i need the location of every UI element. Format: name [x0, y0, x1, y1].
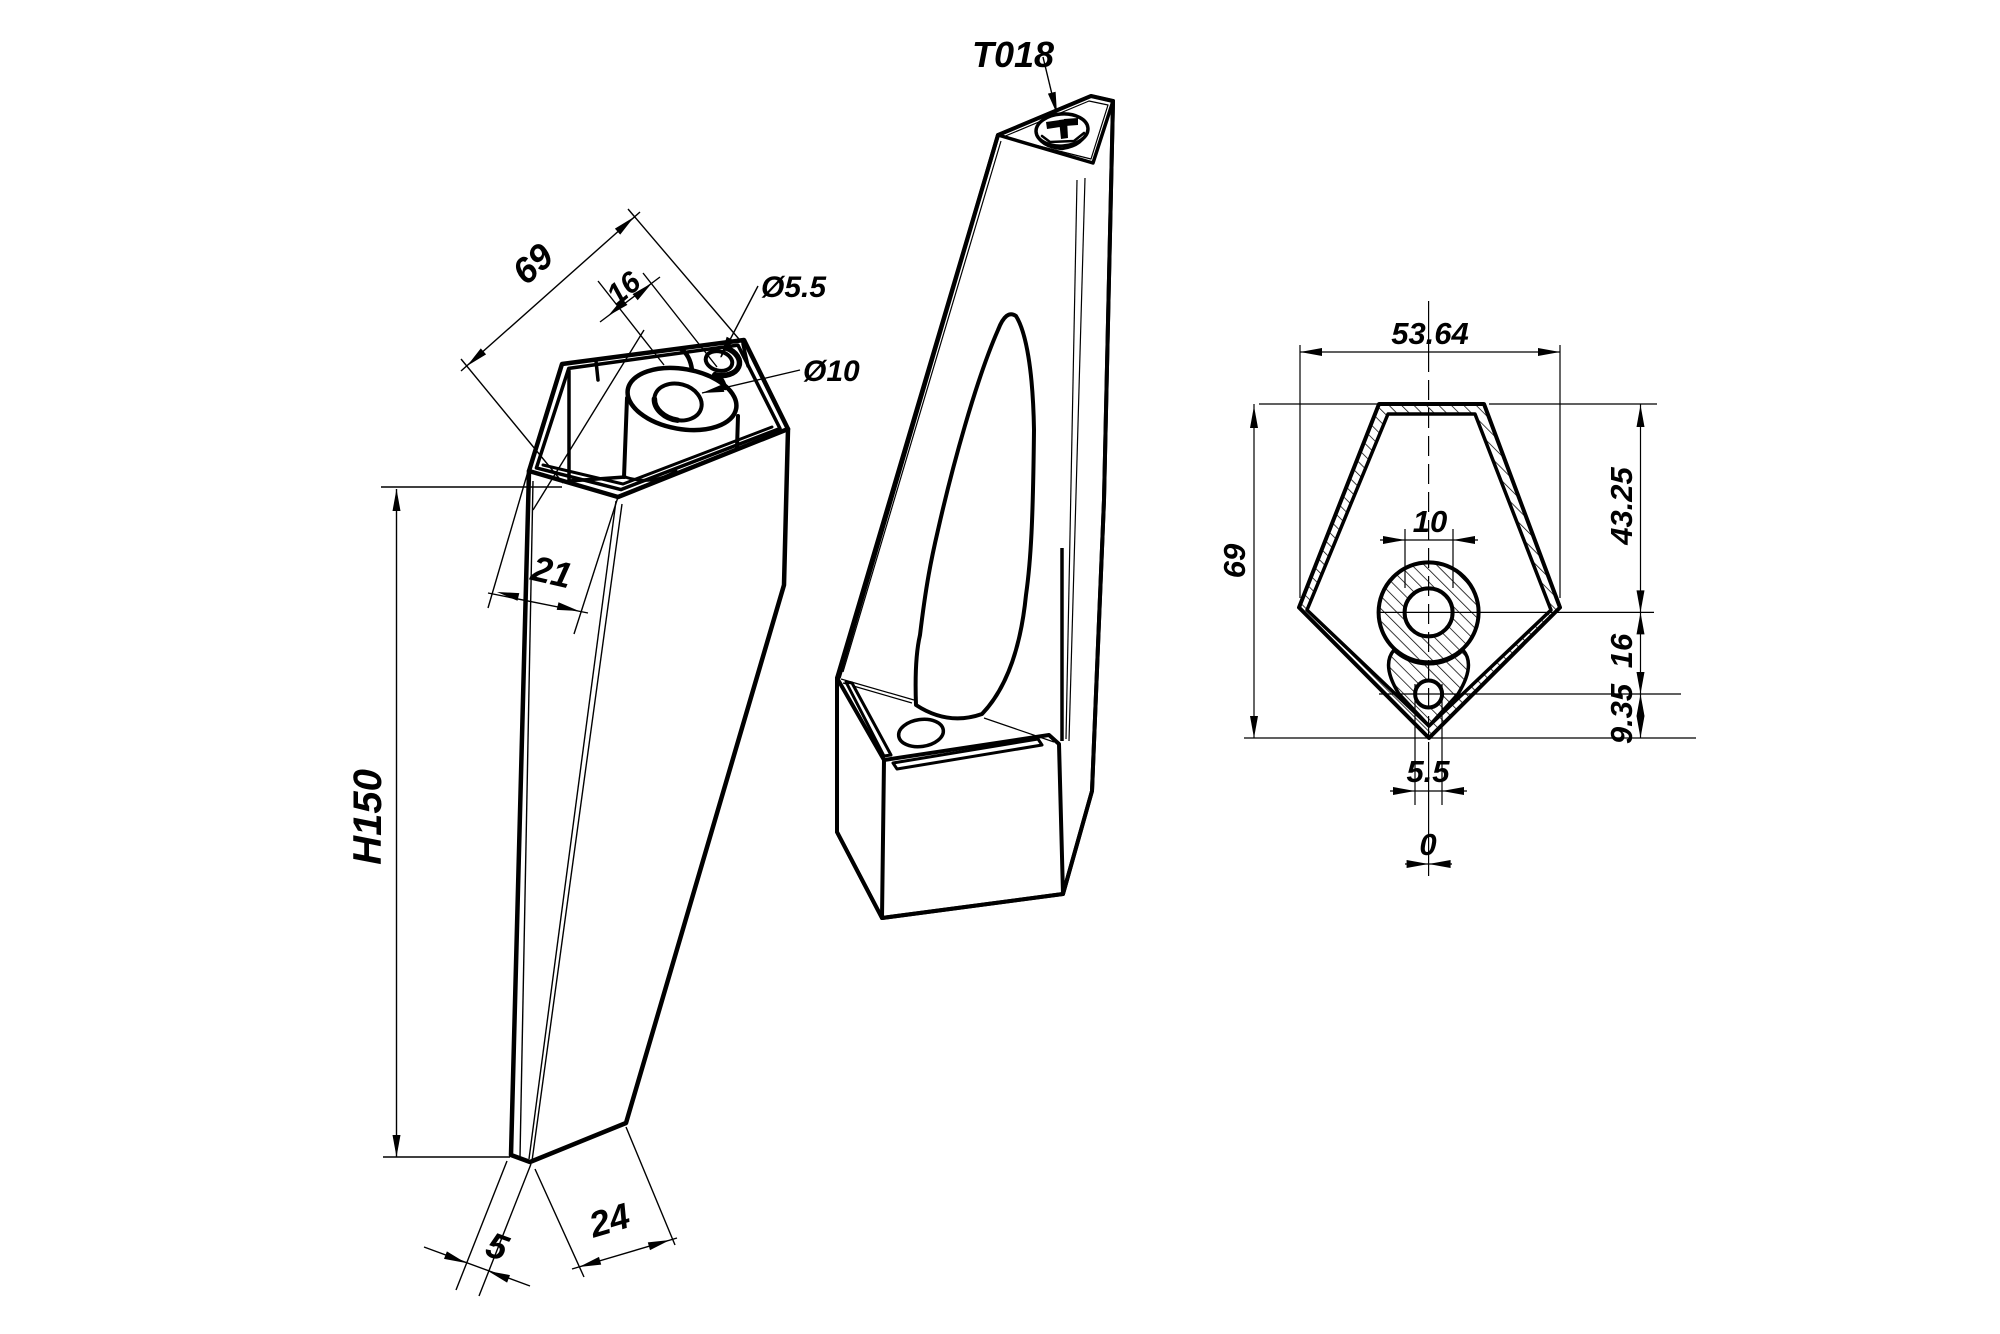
- svg-text:53.64: 53.64: [1391, 316, 1469, 351]
- svg-text:H150: H150: [346, 769, 390, 865]
- svg-text:10: 10: [1413, 504, 1447, 539]
- svg-text:0: 0: [1419, 827, 1436, 862]
- svg-text:Ø10: Ø10: [803, 355, 860, 388]
- svg-text:9.35: 9.35: [1604, 683, 1639, 744]
- svg-text:43.25: 43.25: [1604, 466, 1639, 545]
- svg-text:16: 16: [1604, 633, 1639, 668]
- svg-text:21: 21: [527, 547, 576, 596]
- svg-text:Ø5.5: Ø5.5: [761, 271, 827, 304]
- svg-text:69: 69: [1217, 543, 1252, 578]
- svg-text:T018: T018: [972, 34, 1054, 75]
- svg-text:5.5: 5.5: [1406, 754, 1450, 789]
